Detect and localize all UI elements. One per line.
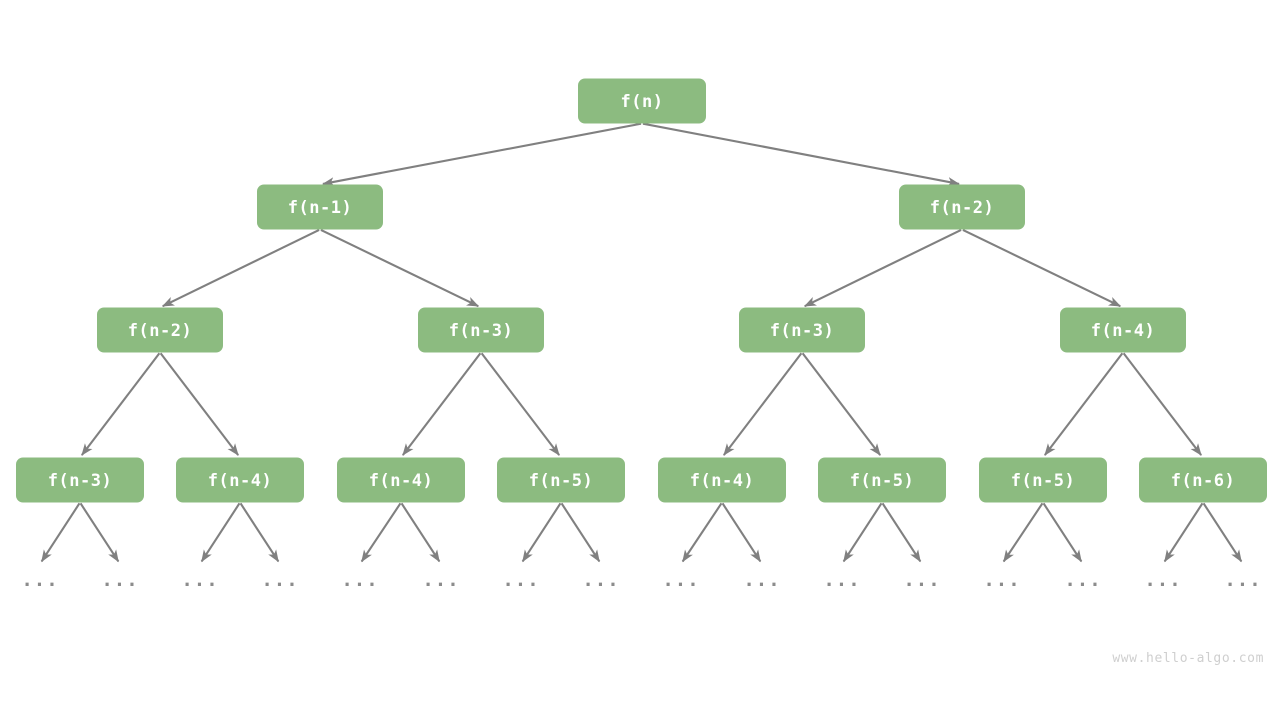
tree-node-box bbox=[899, 184, 1025, 230]
tree-node[interactable]: f(n-4) bbox=[337, 457, 465, 503]
ellipsis-layer: ........................................… bbox=[21, 569, 1261, 591]
tree-node-label: f(n-2) bbox=[128, 321, 192, 341]
tree-node[interactable]: f(n-4) bbox=[1060, 307, 1186, 353]
leaf-edge bbox=[521, 502, 562, 563]
tree-edge bbox=[803, 228, 962, 308]
tree-node[interactable]: f(n-3) bbox=[739, 307, 865, 353]
tree-node-label: f(n-6) bbox=[1171, 471, 1235, 491]
leaf-edge bbox=[560, 502, 601, 563]
leaf-edge bbox=[1163, 502, 1204, 563]
tree-edge bbox=[80, 352, 161, 456]
tree-edge bbox=[320, 228, 480, 308]
tree-edge bbox=[401, 352, 482, 456]
tree-node[interactable]: f(n-4) bbox=[658, 457, 786, 503]
tree-node-box bbox=[578, 78, 706, 124]
tree-node-box bbox=[418, 307, 544, 353]
ellipsis-marker: ... bbox=[1224, 569, 1261, 591]
tree-node-box bbox=[739, 307, 865, 353]
watermark-label: www.hello-algo.com bbox=[1112, 651, 1264, 666]
tree-node-label: f(n-5) bbox=[1011, 471, 1075, 491]
tree-node[interactable]: f(n-5) bbox=[979, 457, 1107, 503]
tree-node-box bbox=[97, 307, 223, 353]
leaf-edge-layer bbox=[40, 502, 1243, 563]
tree-edge bbox=[1122, 352, 1203, 456]
tree-node-label: f(n-3) bbox=[770, 321, 834, 341]
ellipsis-marker: ... bbox=[422, 569, 459, 591]
leaf-edge bbox=[1202, 502, 1243, 563]
tree-node-label: f(n-2) bbox=[930, 198, 994, 218]
ellipsis-marker: ... bbox=[582, 569, 619, 591]
tree-node-label: f(n-4) bbox=[1091, 321, 1155, 341]
tree-node-box bbox=[16, 457, 144, 503]
tree-edge bbox=[322, 122, 642, 187]
edge-layer bbox=[80, 122, 1203, 456]
tree-node-box bbox=[979, 457, 1107, 503]
tree-node-label: f(n-4) bbox=[690, 471, 754, 491]
tree-edge bbox=[159, 352, 240, 456]
ellipsis-marker: ... bbox=[1144, 569, 1181, 591]
tree-edge bbox=[480, 352, 561, 456]
tree-node[interactable]: f(n-5) bbox=[497, 457, 625, 503]
tree-node-label: f(n-3) bbox=[48, 471, 112, 491]
tree-node[interactable]: f(n-1) bbox=[257, 184, 383, 230]
tree-edge bbox=[642, 122, 960, 187]
leaf-edge bbox=[681, 502, 723, 563]
ellipsis-marker: ... bbox=[743, 569, 780, 591]
tree-node[interactable]: f(n-2) bbox=[899, 184, 1025, 230]
ellipsis-marker: ... bbox=[181, 569, 218, 591]
ellipsis-marker: ... bbox=[341, 569, 378, 591]
tree-edge bbox=[801, 352, 882, 456]
tree-node-label: f(n-3) bbox=[449, 321, 513, 341]
leaf-edge bbox=[239, 502, 280, 563]
tree-node-label: f(n-4) bbox=[369, 471, 433, 491]
ellipsis-marker: ... bbox=[903, 569, 940, 591]
tree-node[interactable]: f(n) bbox=[578, 78, 706, 124]
tree-node[interactable]: f(n-4) bbox=[176, 457, 304, 503]
leaf-edge bbox=[360, 502, 402, 563]
tree-node[interactable]: f(n-3) bbox=[418, 307, 544, 353]
ellipsis-marker: ... bbox=[261, 569, 298, 591]
tree-node-box bbox=[257, 184, 383, 230]
tree-node-label: f(n-5) bbox=[529, 471, 593, 491]
leaf-edge bbox=[79, 502, 120, 563]
tree-node-box bbox=[1060, 307, 1186, 353]
tree-node[interactable]: f(n-3) bbox=[16, 457, 144, 503]
ellipsis-marker: ... bbox=[823, 569, 860, 591]
tree-node-box bbox=[176, 457, 304, 503]
ellipsis-marker: ... bbox=[502, 569, 539, 591]
leaf-edge bbox=[400, 502, 441, 563]
tree-node-box bbox=[497, 457, 625, 503]
tree-edge bbox=[1043, 352, 1124, 456]
tree-node-label: f(n) bbox=[621, 92, 664, 112]
leaf-edge bbox=[881, 502, 922, 563]
ellipsis-marker: ... bbox=[21, 569, 58, 591]
leaf-edge bbox=[200, 502, 241, 563]
tree-node-box bbox=[658, 457, 786, 503]
tree-node[interactable]: f(n-6) bbox=[1139, 457, 1267, 503]
tree-edge bbox=[722, 352, 803, 456]
leaf-edge bbox=[40, 502, 81, 563]
tree-edge bbox=[161, 228, 320, 308]
tree-node[interactable]: f(n-2) bbox=[97, 307, 223, 353]
ellipsis-marker: ... bbox=[983, 569, 1020, 591]
leaf-edge bbox=[1002, 502, 1044, 563]
leaf-edge bbox=[842, 502, 883, 563]
tree-node-label: f(n-1) bbox=[288, 198, 352, 218]
tree-node[interactable]: f(n-5) bbox=[818, 457, 946, 503]
node-layer: f(n) f(n-1) f(n-2) f(n-2) f(n-3) f(n-3) f(n-4)… bbox=[16, 78, 1267, 503]
ellipsis-marker: ... bbox=[101, 569, 138, 591]
ellipsis-marker: ... bbox=[1064, 569, 1101, 591]
leaf-edge bbox=[1042, 502, 1083, 563]
leaf-edge bbox=[721, 502, 762, 563]
tree-node-box bbox=[337, 457, 465, 503]
tree-node-box bbox=[1139, 457, 1267, 503]
tree-node-box bbox=[818, 457, 946, 503]
tree-node-label: f(n-5) bbox=[850, 471, 914, 491]
ellipsis-marker: ... bbox=[662, 569, 699, 591]
tree-node-label: f(n-4) bbox=[208, 471, 272, 491]
tree-edge bbox=[962, 228, 1122, 308]
